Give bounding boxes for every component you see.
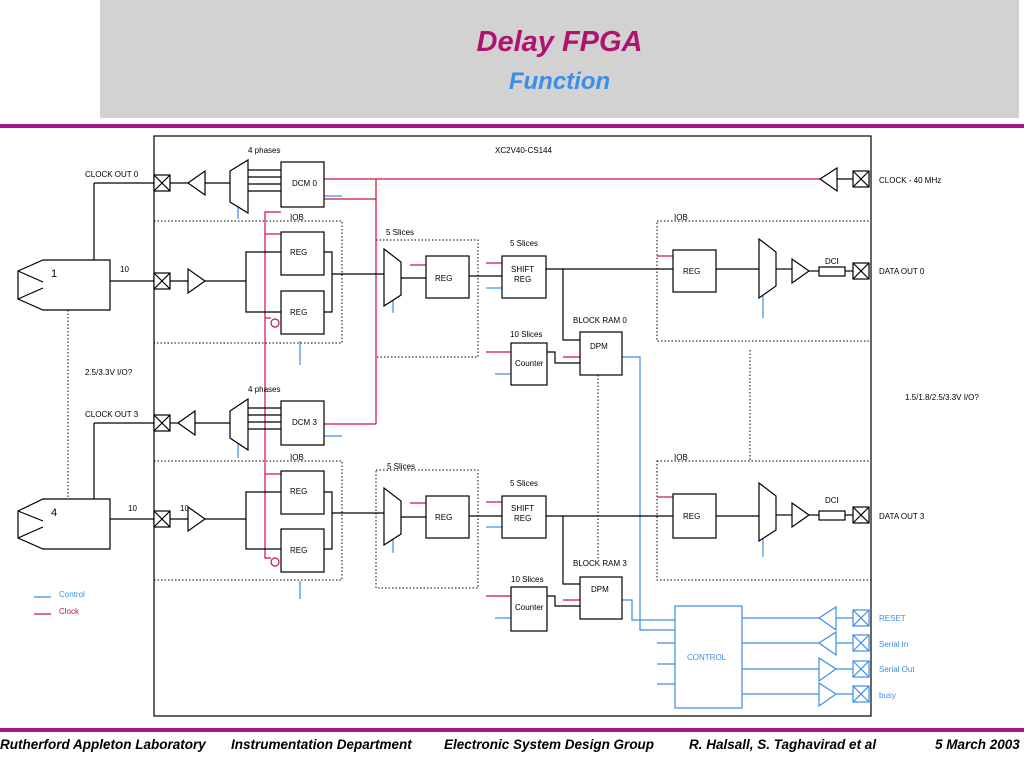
slices-3-label: 5 Slices [387,462,415,471]
dpm-3-label: DPM [591,585,609,594]
iob-region-right-0 [656,220,872,342]
clock-out-0-label: CLOCK OUT 0 [85,170,139,179]
bus-width-1: 10 [120,265,129,274]
chip-name-label: XC2V40-CS144 [495,146,552,155]
reg-3a-label: REG [290,487,307,496]
legend-clock-label: Clock [59,607,80,616]
iob-region-right-3 [656,460,872,581]
counter-3-label: Counter [515,603,544,612]
bottom-divider [0,728,1024,732]
legend-control-label: Control [59,590,85,599]
clock-out-3-path [153,397,325,452]
clock-network [264,178,820,601]
dpm-0-label: DPM [590,342,608,351]
footer-group: Electronic System Design Group [444,737,655,752]
data-out-3-label: DATA OUT 3 [879,512,925,521]
clock-out-3-label: CLOCK OUT 3 [85,410,139,419]
reg-0b-label: REG [290,308,307,317]
slice-region-3 [375,469,479,589]
shift-slices-0-label: 5 Slices [510,239,538,248]
reg-3c-label: REG [435,513,452,522]
connector-1-label: 1 [51,268,57,280]
serial-out-label: Serial Out [879,665,915,674]
iob-label-left-0: IOB [290,213,304,222]
iob-label-right-0: IOB [674,213,688,222]
legend [34,596,51,615]
iob-label-left-3: IOB [290,453,304,462]
footer-authors: R. Halsall, S. Taghavirad et al [689,737,877,752]
clock-input-path [818,166,870,193]
busy-label: busy [879,691,896,700]
reg-3d-label: REG [683,512,700,521]
clock-out-0-path [153,158,325,215]
channel-3-input-path [153,350,870,632]
control-label: CONTROL [687,653,727,662]
connector-1 [17,182,154,497]
dcm3-label: DCM 3 [292,418,317,427]
serial-in-label: Serial In [879,640,908,649]
dcm0-label: DCM 0 [292,179,317,188]
block-ram-0-label: BLOCK RAM 0 [573,316,627,325]
counter-0-label: Counter [515,359,544,368]
counter-slices-3-label: 10 Slices [511,575,543,584]
clock-in-label: CLOCK - 40 MHz [879,176,941,185]
reg-0d-label: REG [683,267,700,276]
connector-4 [17,422,154,550]
io-right-label: 1.5/1.8/2.5/3.3V I/O? [905,393,979,402]
page-subtitle: Function [508,68,611,95]
dci-3-label: DCI [825,496,839,505]
dci-0-label: DCI [825,257,839,266]
bus-width-4b: 10 [180,504,189,513]
control-stubs [237,195,764,631]
footer-date: 5 March 2003 [935,737,1020,752]
shift-slices-3-label: 5 Slices [510,479,538,488]
page-title: Delay FPGA [476,26,643,58]
footer-lab: Rutherford Appleton Laboratory [0,737,206,752]
iob-label-right-3: IOB [674,453,688,462]
phases-0-label: 4 phases [248,146,280,155]
header-band [100,0,1019,118]
reg-0c-label: REG [435,274,452,283]
io-left-label: 2.5/3.3V I/O? [85,368,133,377]
reg-3b-label: REG [290,546,307,555]
control-block [657,605,870,709]
shift-reg-0-label: REG [514,275,531,284]
counter-slices-0-label: 10 Slices [510,330,542,339]
top-divider [0,124,1024,128]
data-out-0-label: DATA OUT 0 [879,267,925,276]
shift-reg-3-label: REG [514,514,531,523]
block-ram-3-label: BLOCK RAM 3 [573,559,627,568]
shift-0-label: SHIFT [511,265,534,274]
slices-0-label: 5 Slices [386,228,414,237]
channel-0-input-path [153,231,870,560]
bus-width-4: 10 [128,504,137,513]
connector-4-label: 4 [51,507,57,519]
reg-0a-label: REG [290,248,307,257]
shift-3-label: SHIFT [511,504,534,513]
reset-label: RESET [879,614,906,623]
footer-dept: Instrumentation Department [231,737,412,752]
iob-region-left-0 [153,220,343,344]
phases-3-label: 4 phases [248,385,280,394]
